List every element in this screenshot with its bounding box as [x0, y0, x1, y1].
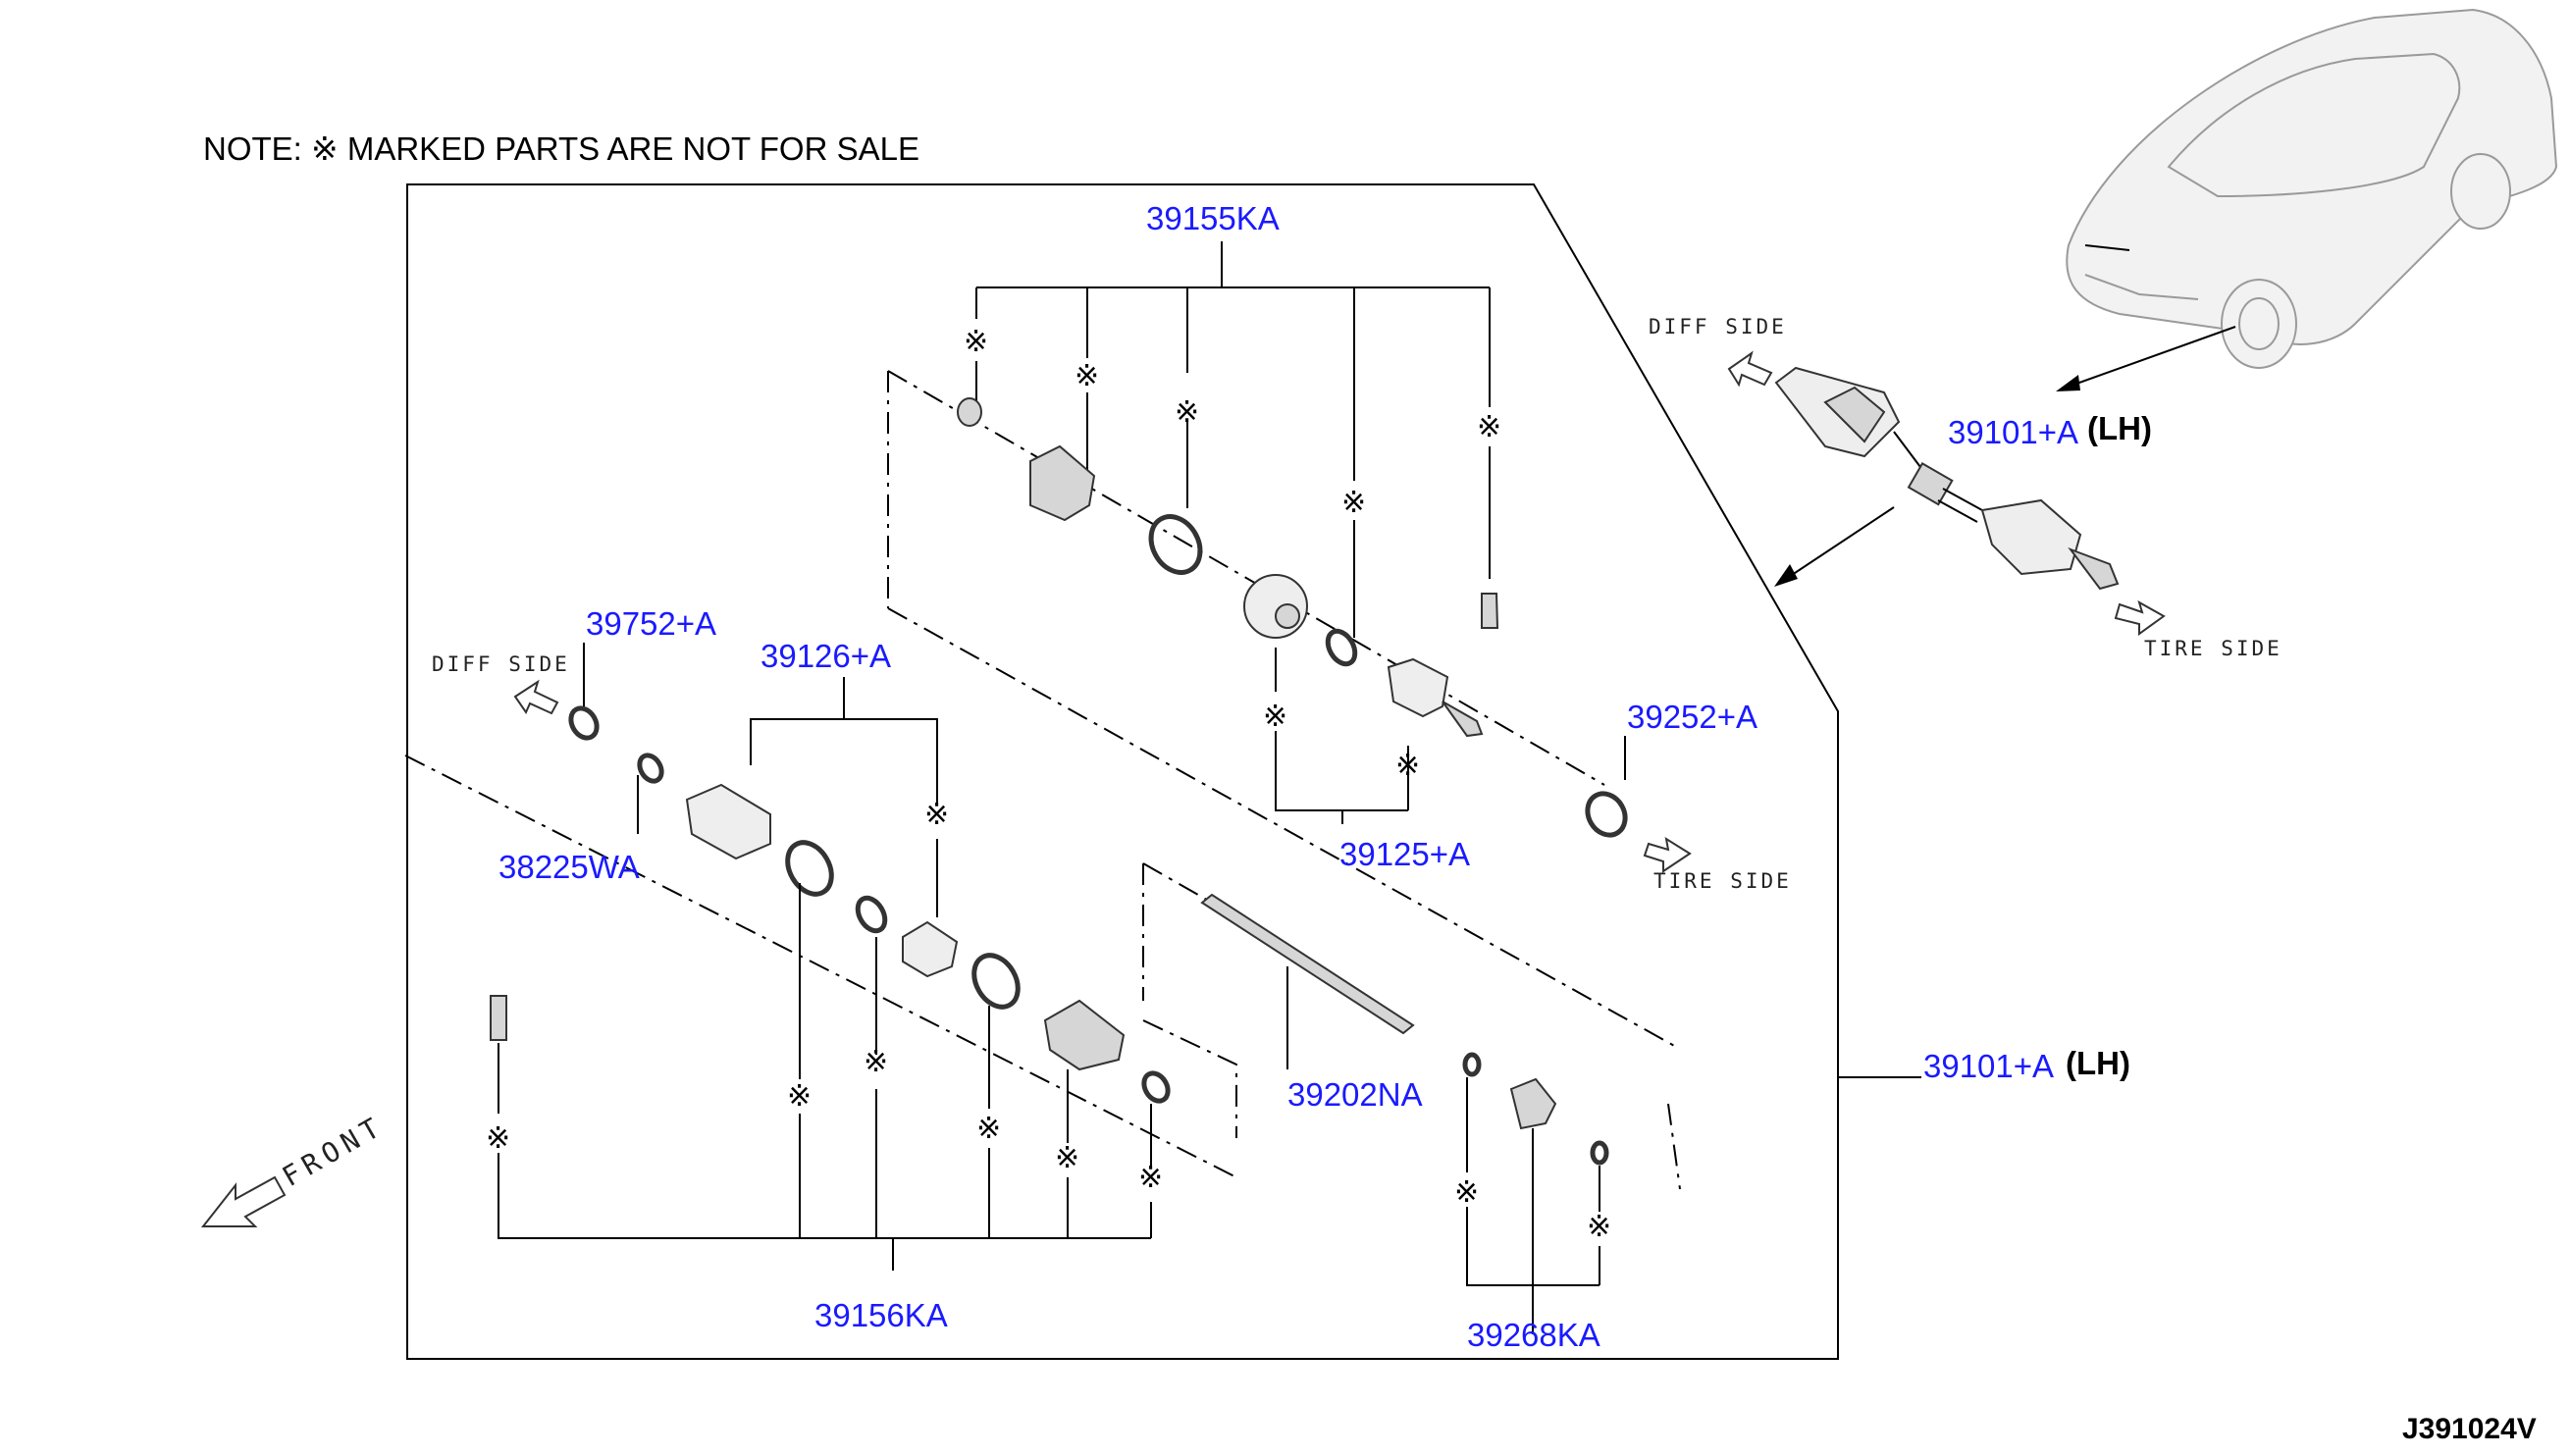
not-for-sale-mark-15: ※ — [1454, 1175, 1479, 1210]
part-label-39101A-side[interactable]: 39101+A — [1923, 1048, 2054, 1084]
left-band-ring — [785, 840, 834, 897]
not-for-sale-mark-14: ※ — [1138, 1161, 1163, 1195]
not-for-sale-mark-8: ※ — [924, 798, 949, 832]
lh-suffix-top: (LH) — [2087, 410, 2152, 446]
part-label-39155KA[interactable]: 39155KA — [1146, 200, 1280, 236]
diagram-code: J391024V — [2402, 1413, 2537, 1445]
damper-ring-2 — [1590, 1140, 1609, 1166]
top-joint-cage — [1243, 574, 1308, 639]
left-boot — [1043, 999, 1126, 1071]
part-label-39202NA[interactable]: 39202NA — [1287, 1076, 1423, 1113]
left-snap-ring — [637, 753, 664, 784]
lh-suffix-side: (LH) — [2066, 1045, 2130, 1081]
damper-body — [1509, 1077, 1557, 1130]
left-clip-ring — [568, 705, 600, 741]
diff-side-label: DIFF SIDE — [432, 652, 570, 676]
not-for-sale-mark-6: ※ — [1263, 700, 1287, 734]
part-label-39125A[interactable]: 39125+A — [1339, 836, 1470, 872]
part-label-39268KA[interactable]: 39268KA — [1467, 1317, 1600, 1353]
part-label-38225WA[interactable]: 38225WA — [498, 849, 640, 885]
not-for-sale-mark-7: ※ — [1395, 749, 1420, 783]
pointer-arrow-2 — [1785, 506, 1895, 580]
top-band-ring — [1148, 514, 1203, 575]
leader-39156KA — [498, 883, 1152, 1271]
left-snap-ring-2 — [855, 895, 888, 934]
axis-line-shaft — [1142, 862, 1247, 1001]
axis-line-left — [404, 754, 1237, 1178]
leader-39155KA — [975, 241, 1491, 638]
not-for-sale-mark-2: ※ — [1075, 359, 1099, 393]
not-for-sale-mark-5: ※ — [1477, 410, 1501, 444]
top-snap-ring — [1325, 628, 1358, 667]
damper-ring-1 — [1462, 1052, 1482, 1077]
diff-side-arrow-icon-top — [1727, 350, 1773, 388]
part-label-39252A[interactable]: 39252+A — [1627, 699, 1757, 735]
note-text: NOTE: ※ MARKED PARTS ARE NOT FOR SALE — [203, 130, 919, 167]
pointer-arrowhead-1 — [2056, 375, 2080, 391]
shaft-bar — [1200, 893, 1415, 1035]
tire-side-label: TIRE SIDE — [1653, 869, 1792, 893]
diff-side-arrow-icon — [513, 679, 559, 715]
pointer-arrowhead-2 — [1774, 564, 1798, 587]
pointer-arrow-1 — [2065, 326, 2236, 389]
top-outer-race — [1387, 657, 1449, 718]
not-for-sale-mark-1: ※ — [964, 325, 988, 359]
front-arrow-icon — [200, 1175, 287, 1227]
part-label-39126A[interactable]: 39126+A — [761, 638, 891, 674]
tire-side-label-top: TIRE SIDE — [2144, 637, 2282, 660]
part-label-39156KA[interactable]: 39156KA — [814, 1297, 948, 1333]
axis-line-damper — [1667, 1103, 1681, 1190]
diff-side-label-top: DIFF SIDE — [1649, 315, 1787, 338]
tire-side-arrow-icon-top — [2114, 599, 2166, 636]
left-small-band — [1141, 1070, 1171, 1104]
not-for-sale-mark-4: ※ — [1341, 486, 1366, 520]
not-for-sale-mark-3: ※ — [1175, 395, 1199, 430]
not-for-sale-mark-13: ※ — [1055, 1141, 1079, 1175]
leader-39126A — [750, 677, 938, 917]
top-grease-tube — [1481, 593, 1499, 629]
part-label-39101A-top[interactable]: 39101+A — [1948, 414, 2078, 450]
left-grease-tube — [490, 995, 507, 1041]
top-boot — [1029, 444, 1096, 522]
left-outer-race — [685, 783, 771, 860]
top-grease-cap — [957, 397, 982, 427]
assembly-frame — [406, 183, 1839, 1360]
driveshaft-assembly-overview — [1774, 366, 2120, 591]
leader-39125A — [1275, 648, 1409, 824]
top-abs-ring — [1585, 791, 1628, 838]
not-for-sale-mark-16: ※ — [1587, 1210, 1611, 1244]
axis-line-top — [887, 370, 1679, 1049]
leader-39268KA — [1466, 1077, 1600, 1334]
tire-side-arrow-icon — [1643, 836, 1692, 873]
left-band-ring-2 — [971, 953, 1021, 1010]
part-label-39752A[interactable]: 39752+A — [586, 605, 716, 642]
not-for-sale-mark-12: ※ — [976, 1112, 1001, 1146]
not-for-sale-mark-9: ※ — [486, 1121, 510, 1156]
vehicle-illustration — [2066, 8, 2558, 369]
not-for-sale-mark-10: ※ — [787, 1079, 812, 1114]
not-for-sale-mark-11: ※ — [864, 1045, 888, 1079]
left-tripod-joint — [902, 920, 959, 978]
front-label: FRONT — [277, 1109, 390, 1193]
